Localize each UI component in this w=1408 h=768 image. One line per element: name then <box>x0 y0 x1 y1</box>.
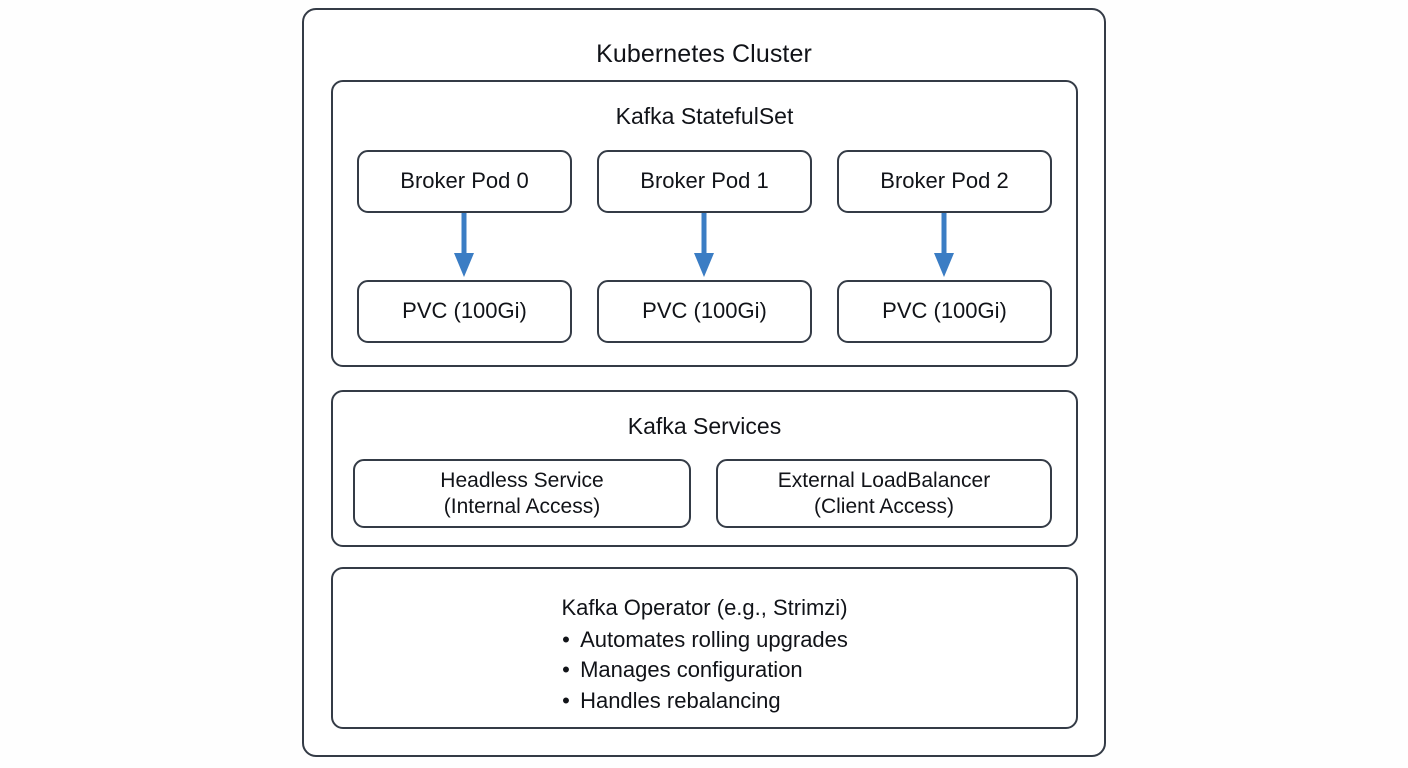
arrow-down-icon <box>454 213 474 277</box>
kafka-services-title: Kafka Services <box>627 413 782 439</box>
kafka-operator-bullet-list: Automates rolling upgrades Manages confi… <box>561 625 848 717</box>
pvc-0-box[interactable]: PVC (100Gi) <box>357 280 572 343</box>
pvc-1-box[interactable]: PVC (100Gi) <box>597 280 812 343</box>
cluster-title: Kubernetes Cluster <box>596 40 812 68</box>
kafka-statefulset-title: Kafka StatefulSet <box>615 103 794 129</box>
list-item: Manages configuration <box>561 655 848 686</box>
external-loadbalancer-scope: (Client Access) <box>813 494 955 518</box>
kafka-operator-content: Kafka Operator (e.g., Strimzi) Automates… <box>333 593 1076 716</box>
broker-pod-1-box[interactable]: Broker Pod 1 <box>597 150 812 213</box>
headless-service-box[interactable]: Headless Service (Internal Access) <box>353 459 691 528</box>
arrow-down-icon <box>934 213 954 277</box>
list-item: Handles rebalancing <box>561 686 848 717</box>
broker-pod-2-box[interactable]: Broker Pod 2 <box>837 150 1052 213</box>
headless-service-scope: (Internal Access) <box>443 494 601 518</box>
arrow-down-icon <box>694 213 714 277</box>
kafka-operator-section: Kafka Operator (e.g., Strimzi) Automates… <box>331 567 1078 729</box>
pvc-2-box[interactable]: PVC (100Gi) <box>837 280 1052 343</box>
headless-service-name: Headless Service <box>440 468 604 492</box>
kafka-operator-title: Kafka Operator (e.g., Strimzi) <box>561 595 848 620</box>
external-loadbalancer-box[interactable]: External LoadBalancer (Client Access) <box>716 459 1052 528</box>
list-item: Automates rolling upgrades <box>561 625 848 656</box>
broker-pod-0-box[interactable]: Broker Pod 0 <box>357 150 572 213</box>
external-loadbalancer-name: External LoadBalancer <box>777 468 991 492</box>
